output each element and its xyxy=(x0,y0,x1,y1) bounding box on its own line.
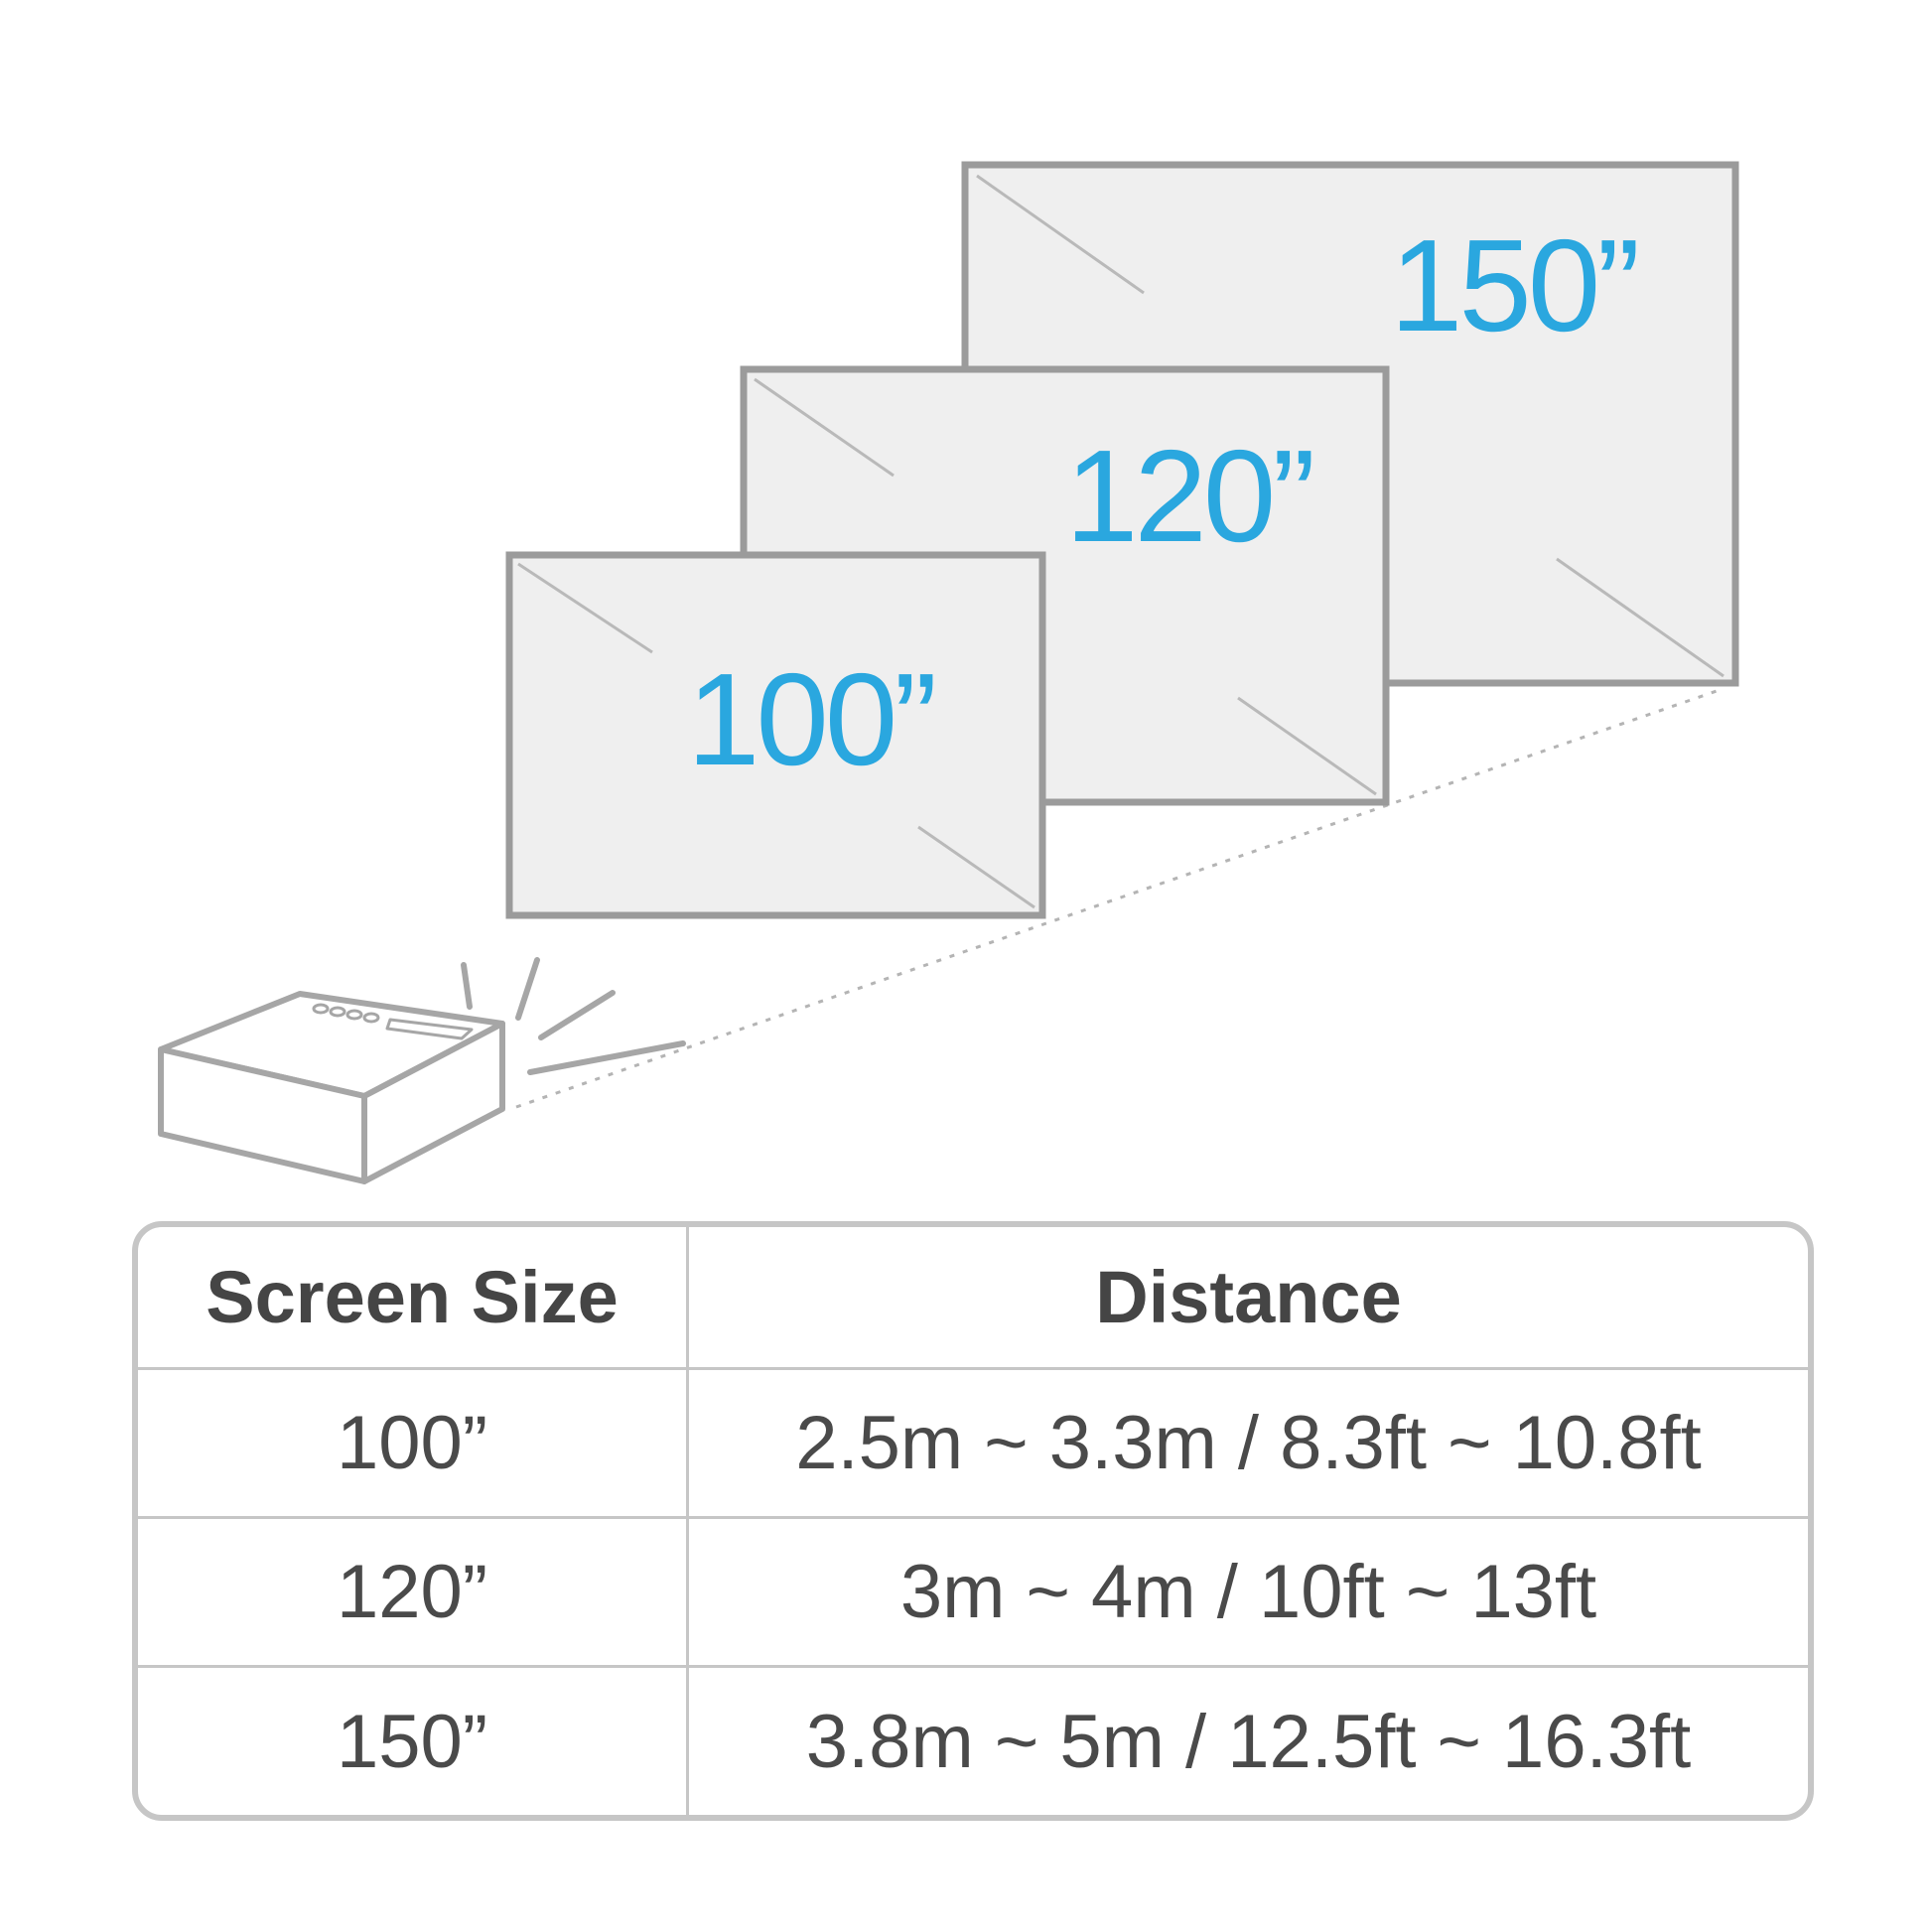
projection-beam-line xyxy=(515,688,1721,1109)
screen-150-label: 150” xyxy=(1390,212,1636,358)
screen-120-label: 120” xyxy=(1065,423,1311,569)
row-150-size: 150” xyxy=(138,1668,689,1815)
header-distance: Distance xyxy=(689,1227,1808,1370)
projector-icon xyxy=(158,957,686,1184)
row-100-distance: 2.5m ~ 3.3m / 8.3ft ~ 10.8ft xyxy=(689,1370,1808,1519)
projection-diagram: 150” 120” 100” xyxy=(158,161,1739,1184)
screen-120: 120” xyxy=(740,365,1390,806)
screen-100-label: 100” xyxy=(687,646,933,792)
row-120-distance: 3m ~ 4m / 10ft ~ 13ft xyxy=(689,1519,1808,1668)
row-120-size: 120” xyxy=(138,1519,689,1668)
row-150-distance: 3.8m ~ 5m / 12.5ft ~ 16.3ft xyxy=(805,1699,1692,1784)
header-screen-size: Screen Size xyxy=(138,1227,689,1370)
screen-100: 100” xyxy=(505,551,1046,919)
row-100-size: 100” xyxy=(138,1370,689,1519)
distance-table: Screen Size Distance 100” 2.5m ~ 3.3m / … xyxy=(132,1221,1814,1821)
